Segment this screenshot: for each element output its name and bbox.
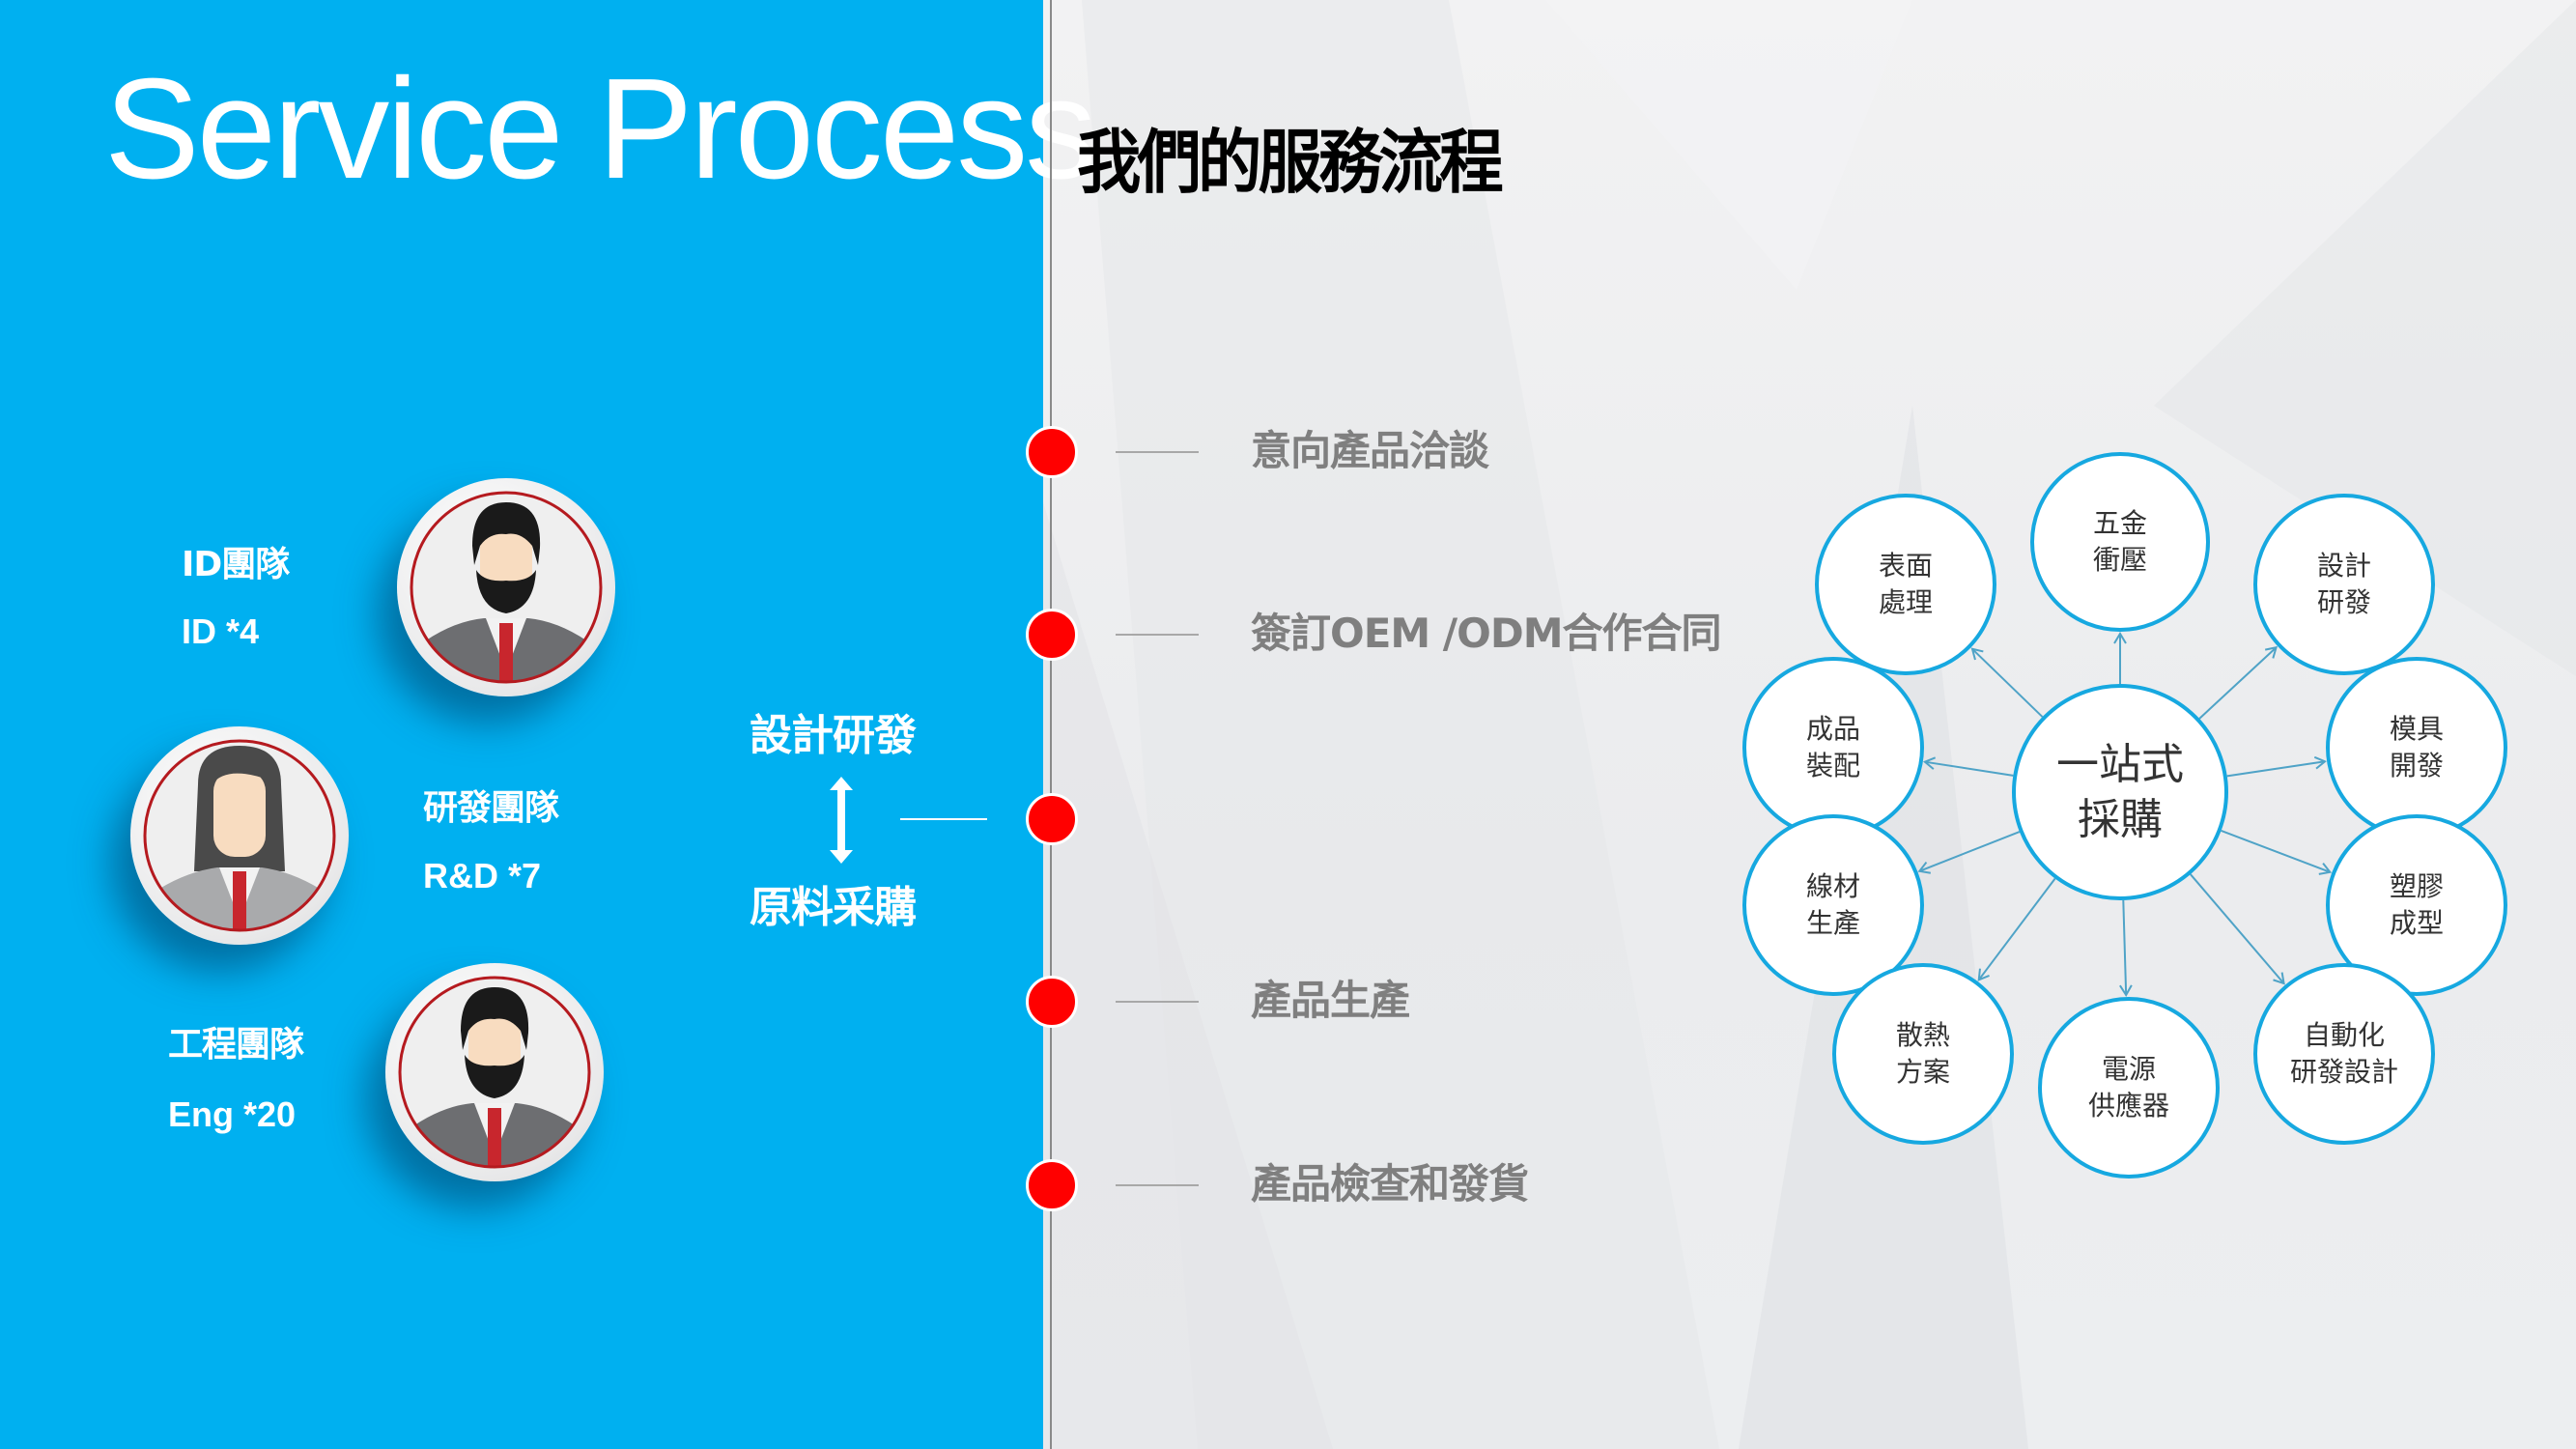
step-label-shipping: 產品檢查和發貨 bbox=[1251, 1160, 1529, 1208]
timeline-dot bbox=[1026, 793, 1078, 845]
step-connector bbox=[1116, 1001, 1199, 1003]
hub-node-hardware: 五金 衝壓 bbox=[2030, 452, 2210, 632]
node-line1: 線材 bbox=[1805, 870, 1860, 903]
hub-arrow bbox=[2190, 873, 2285, 985]
female-avatar-icon bbox=[130, 726, 349, 945]
timeline-line bbox=[1050, 0, 1052, 1449]
hub-node-assembly: 成品 裝配 bbox=[1742, 657, 1924, 838]
up-down-arrow-icon bbox=[830, 777, 853, 864]
hub-arrow bbox=[2226, 755, 2327, 778]
hub-node-surface: 表面 處理 bbox=[1815, 494, 1996, 675]
node-line1: 模具 bbox=[2389, 713, 2444, 746]
team-label-id: ID團隊 bbox=[182, 545, 290, 584]
node-line2: 方案 bbox=[1895, 1056, 1950, 1088]
node-line1: 塑膠 bbox=[2389, 870, 2444, 903]
timeline-dot bbox=[1026, 609, 1078, 661]
hub-node-mold: 模具 開發 bbox=[2326, 657, 2507, 838]
side-connector-line bbox=[900, 818, 987, 820]
step-label-inquiry: 意向產品洽談 bbox=[1251, 427, 1489, 474]
team-label-rnd: 研發團隊 bbox=[423, 788, 559, 828]
node-line1: 電源 bbox=[2101, 1053, 2156, 1086]
hub-arrow bbox=[2198, 645, 2279, 720]
node-line2: 裝配 bbox=[1805, 750, 1860, 781]
step-label-production: 產品生產 bbox=[1251, 977, 1410, 1024]
step-connector bbox=[1116, 634, 1199, 636]
node-line1: 設計 bbox=[2316, 550, 2371, 582]
node-line1: 五金 bbox=[2092, 507, 2147, 540]
node-line2: 成型 bbox=[2389, 907, 2444, 939]
hub-node-wire: 線材 生產 bbox=[1742, 814, 1924, 996]
page-subtitle: 我們的服務流程 bbox=[1077, 122, 1504, 203]
side-label-design: 設計研發 bbox=[750, 711, 917, 760]
team-count-eng: Eng *20 bbox=[168, 1094, 297, 1134]
hub-node-automation: 自動化 研發設計 bbox=[2253, 963, 2435, 1145]
hub-node-power: 電源 供應器 bbox=[2038, 997, 2220, 1179]
male-avatar-icon bbox=[385, 963, 604, 1181]
node-line2: 研發 bbox=[2316, 586, 2371, 618]
node-line1: 散熱 bbox=[1895, 1019, 1950, 1052]
timeline-dot bbox=[1026, 1159, 1078, 1211]
node-line2: 供應器 bbox=[2087, 1090, 2169, 1122]
hub-arrow bbox=[2119, 899, 2133, 997]
side-label-sourcing: 原料采購 bbox=[750, 883, 917, 932]
hub-node-thermal: 散熱 方案 bbox=[1832, 963, 2014, 1145]
male-avatar-icon bbox=[397, 478, 615, 696]
node-line2: 開發 bbox=[2389, 750, 2444, 781]
node-line2: 研發設計 bbox=[2289, 1056, 2398, 1088]
hub-arrow bbox=[1977, 877, 2056, 981]
team-count-id: ID *4 bbox=[182, 611, 260, 651]
step-connector bbox=[1116, 1184, 1199, 1186]
hub-node-design: 設計 研發 bbox=[2253, 494, 2435, 675]
team-label-eng: 工程團隊 bbox=[168, 1025, 304, 1065]
node-line2: 衝壓 bbox=[2092, 544, 2147, 576]
node-line2: 處理 bbox=[1878, 586, 1933, 618]
node-line1: 自動化 bbox=[2303, 1019, 2385, 1052]
step-label-contract: 簽訂OEM /ODM合作合同 bbox=[1251, 610, 1722, 657]
hub-center-line1: 一站式 bbox=[2056, 739, 2184, 789]
step-connector bbox=[1116, 451, 1199, 453]
hub-node-center: 一站式 採購 bbox=[2012, 684, 2228, 900]
hub-center-line2: 採購 bbox=[2078, 795, 2163, 844]
team-count-rnd: R&D *7 bbox=[423, 856, 542, 895]
timeline-dot bbox=[1026, 976, 1078, 1028]
hub-arrow bbox=[1970, 647, 2044, 718]
hub-arrow bbox=[1917, 831, 2021, 874]
node-line1: 表面 bbox=[1878, 550, 1933, 582]
page-title: Service Process bbox=[104, 49, 1096, 209]
node-line1: 成品 bbox=[1805, 713, 1860, 746]
hub-arrow bbox=[2221, 829, 2333, 875]
node-line2: 生產 bbox=[1805, 907, 1860, 939]
left-panel bbox=[0, 0, 1043, 1449]
hub-arrow bbox=[1922, 756, 2014, 777]
timeline-dot bbox=[1026, 426, 1078, 478]
